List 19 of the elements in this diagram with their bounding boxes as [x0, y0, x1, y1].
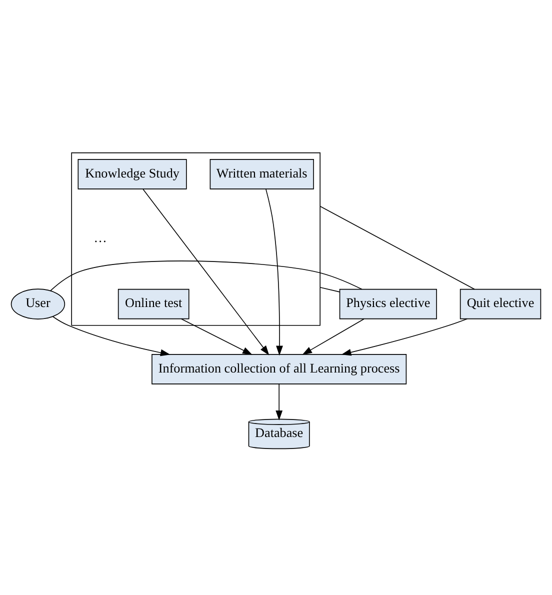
node-box: Quit elective [460, 288, 542, 320]
node-box: Physics elective [339, 288, 437, 320]
arrow [276, 384, 283, 420]
arrow [52, 316, 170, 356]
arrow [341, 318, 468, 356]
node-box: Information collection of all Learning process [152, 354, 407, 384]
node-box: Online test [118, 288, 190, 320]
node-ellipse: User [10, 288, 66, 320]
arrow [302, 318, 364, 355]
arrow [142, 188, 270, 356]
arrow [265, 188, 283, 356]
connector [320, 286, 340, 292]
arrow [181, 318, 252, 355]
node-box: Knowledge Study [78, 159, 187, 190]
connector [50, 260, 362, 291]
label: … [94, 230, 107, 246]
node-box: Written materials [210, 159, 314, 190]
connector [320, 206, 475, 290]
cluster [71, 152, 320, 326]
